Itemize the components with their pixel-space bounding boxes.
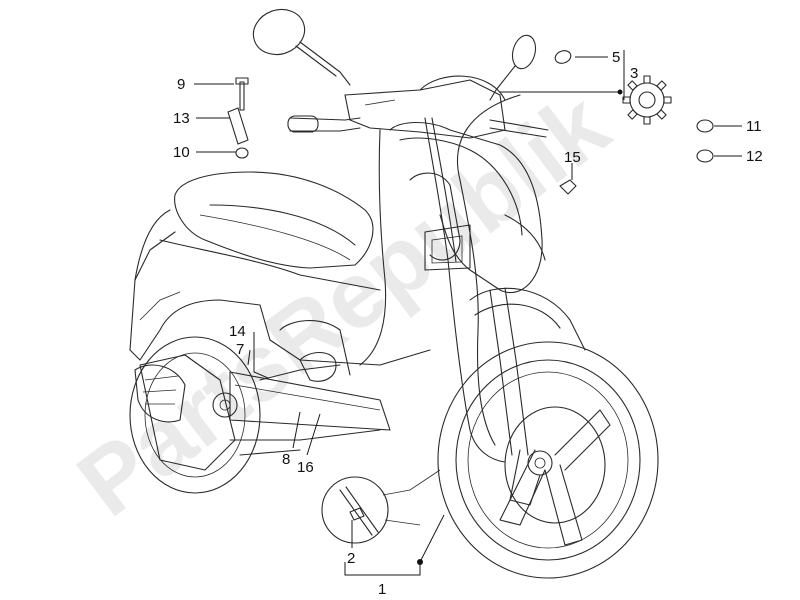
- seat: [174, 171, 374, 269]
- brake-cable: [456, 94, 521, 446]
- ring-11: [696, 119, 714, 133]
- callout-1: 1: [378, 581, 386, 598]
- nut-10: [235, 147, 249, 159]
- callout-2: 2: [347, 550, 355, 567]
- callout-14: 14: [229, 323, 246, 340]
- watermark-text: PartsRepublik: [59, 71, 628, 536]
- callout-8: 8: [282, 451, 290, 468]
- callout-16: 16: [297, 459, 314, 476]
- callout-13: 13: [173, 110, 190, 127]
- left-mirror: [252, 8, 306, 56]
- rear-hub: [212, 392, 238, 418]
- callout-10: 10: [173, 144, 190, 161]
- callout-labels: 9 13 10 5 3 11 12 15 14 7 8 16 2 1: [173, 49, 763, 598]
- ring-12: [696, 149, 714, 163]
- leader-lines: [194, 50, 742, 576]
- gear-icon: [622, 75, 672, 125]
- callout-12: 12: [746, 148, 763, 165]
- front-wheel: [437, 341, 659, 579]
- rear-wheel: [129, 336, 261, 494]
- bolt-9: [239, 81, 245, 111]
- detail-circle: [321, 476, 389, 544]
- watermark: PartsRepublik: [59, 71, 628, 536]
- callout-11: 11: [746, 118, 762, 135]
- speedometer-cable: [424, 117, 506, 463]
- ring-5: [554, 50, 572, 64]
- clip-15: [559, 179, 577, 195]
- callout-15: 15: [564, 149, 581, 166]
- callout-3: 3: [630, 65, 638, 82]
- front-hub: [527, 450, 553, 476]
- leader-dot-3: [617, 89, 623, 95]
- callout-7: 7: [236, 341, 244, 358]
- leader-dot-1: [417, 559, 423, 565]
- right-mirror: [511, 34, 537, 70]
- brake-disc: [504, 406, 606, 524]
- scooter-illustration: [129, 8, 714, 579]
- callout-5: 5: [612, 49, 620, 66]
- sleeve-13: [227, 107, 249, 145]
- callout-9: 9: [177, 76, 185, 93]
